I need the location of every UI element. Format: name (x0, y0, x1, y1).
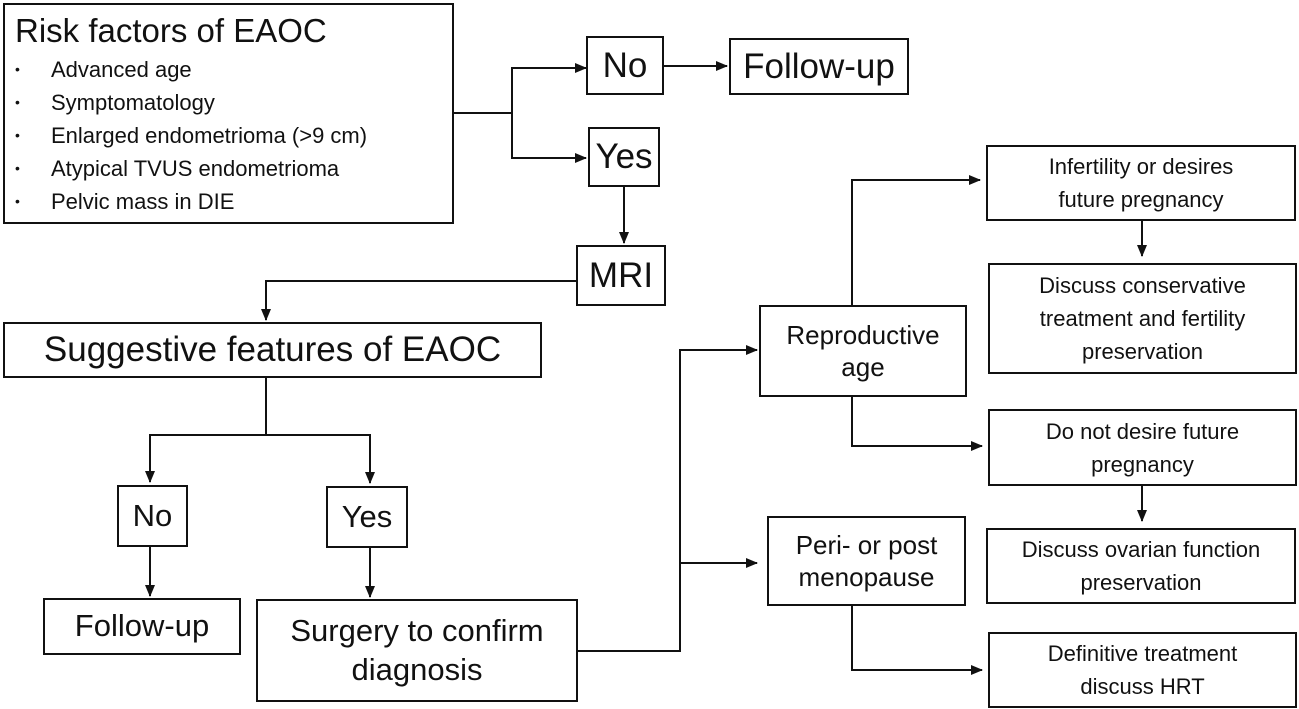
mri-label: MRI (588, 255, 654, 295)
arrow-mri-to-suggestive (261, 280, 576, 321)
risk-factors-list: •Advanced age •Symptomatology •Enlarged … (15, 53, 442, 218)
conservative-treatment-box: Discuss conservative treatment and ferti… (988, 263, 1297, 374)
risk-factor-item: •Advanced age (15, 57, 192, 82)
top-followup-label: Follow-up (743, 46, 895, 86)
top-no-box: No (586, 36, 664, 95)
no-desire-line2: pregnancy (1091, 451, 1194, 477)
bottom-yes-label: Yes (341, 498, 393, 534)
definitive-line1: Definitive treatment (1047, 641, 1238, 666)
risk-factor-label: Atypical TVUS endometrioma (51, 156, 340, 181)
no-desire-line1: Do not desire future (1045, 418, 1240, 444)
infertility-line2: future pregnancy (1058, 187, 1224, 212)
infertility-box: Infertility or desires future pregnancy (986, 145, 1296, 221)
risk-factor-label: Enlarged endometrioma (>9 cm) (51, 123, 368, 148)
ovarian-function-box: Discuss ovarian function preservation (986, 528, 1296, 604)
reproductive-age-box: Reproductive age (759, 305, 967, 397)
menopause-box: Peri- or post menopause (767, 516, 966, 606)
risk-factor-item: •Enlarged endometrioma (>9 cm) (15, 123, 368, 148)
ovarian-line2: preservation (1080, 570, 1202, 595)
suggestive-features-box: Suggestive features of EAOC (3, 322, 542, 378)
conservative-line3: preservation (1081, 339, 1204, 364)
top-followup-box: Follow-up (729, 38, 909, 95)
bottom-no-box: No (117, 485, 188, 547)
arrow-risk-to-yes (511, 113, 587, 163)
risk-factor-label: Advanced age (51, 57, 192, 82)
top-no-label: No (602, 45, 648, 85)
suggestive-features-label: Suggestive features of EAOC (43, 330, 502, 370)
ovarian-line1: Discuss ovarian function (1021, 537, 1261, 562)
top-yes-label: Yes (595, 137, 653, 177)
top-yes-box: Yes (588, 127, 660, 187)
menopause-line1: Peri- or post (795, 529, 938, 560)
surgery-label-line2: diagnosis (351, 651, 483, 687)
risk-factor-label: Symptomatology (51, 90, 215, 115)
reproductive-age-line2: age (841, 352, 885, 382)
risk-factors-box: Risk factors of EAOC •Advanced age •Symp… (3, 3, 454, 224)
conservative-line1: Discuss conservative (1039, 273, 1246, 298)
bottom-no-label: No (132, 497, 173, 533)
risk-factor-item: •Symptomatology (15, 90, 215, 115)
arrow-reproductive-to-infertility (851, 175, 981, 305)
risk-factor-item: •Pelvic mass in DIE (15, 189, 235, 214)
infertility-line1: Infertility or desires (1048, 154, 1234, 179)
arrow-risk-to-no (454, 63, 587, 114)
definitive-treatment-box: Definitive treatment discuss HRT (988, 632, 1297, 708)
risk-factors-title: Risk factors of EAOC (15, 12, 327, 49)
risk-factor-item: •Atypical TVUS endometrioma (15, 156, 340, 181)
arrow-menopause-to-definitive (851, 606, 983, 675)
bottom-yes-box: Yes (326, 486, 408, 548)
definitive-line2: discuss HRT (1080, 674, 1205, 699)
mri-box: MRI (576, 245, 666, 306)
arrow-reproductive-to-nodesire (851, 397, 983, 451)
reproductive-age-line1: Reproductive (786, 319, 940, 350)
arrow-suggestive-to-no (145, 378, 267, 483)
menopause-line2: menopause (798, 562, 935, 592)
conservative-line2: treatment and fertility (1039, 306, 1246, 331)
arrow-surgery-to-reproductive (578, 345, 758, 652)
arrow-suggestive-to-yes (266, 434, 375, 484)
no-desire-box: Do not desire future pregnancy (988, 409, 1297, 486)
surgery-label-line1: Surgery to confirm (290, 612, 544, 648)
bottom-followup-label: Follow-up (74, 608, 210, 644)
risk-factor-label: Pelvic mass in DIE (51, 189, 235, 214)
bottom-followup-box: Follow-up (43, 598, 241, 655)
surgery-box: Surgery to confirm diagnosis (256, 599, 578, 702)
